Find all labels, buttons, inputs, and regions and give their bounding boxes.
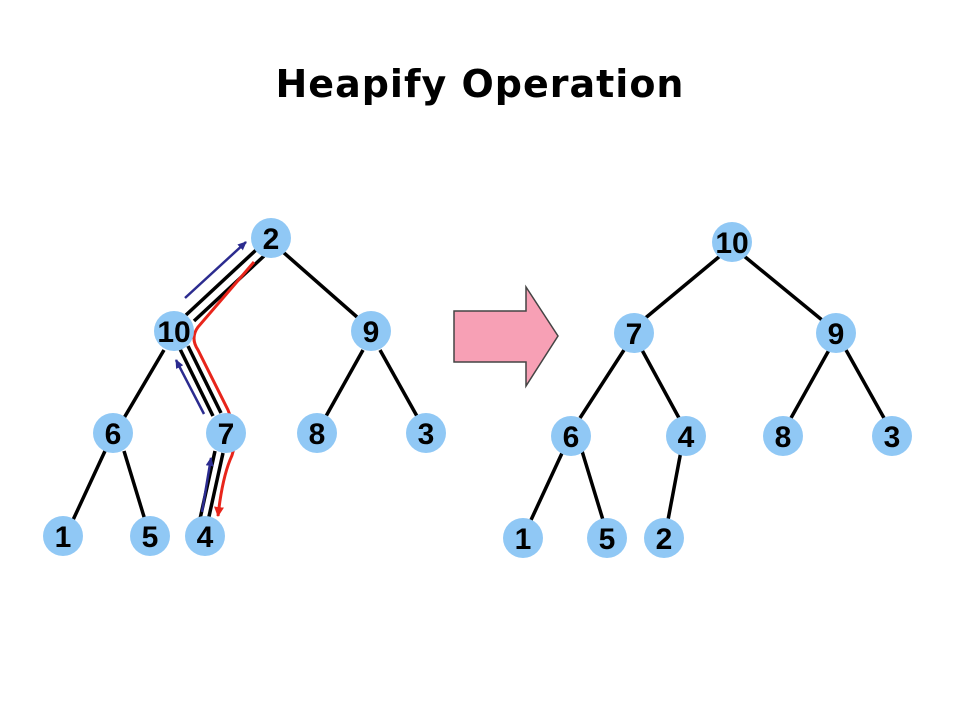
tree-node: 6 xyxy=(551,416,591,456)
tree-node: 4 xyxy=(185,516,225,556)
edge-a2-a5 xyxy=(789,349,831,419)
svg-text:9: 9 xyxy=(828,318,845,351)
svg-text:7: 7 xyxy=(626,318,643,351)
svg-text:9: 9 xyxy=(363,316,380,349)
tree-node: 2 xyxy=(644,518,684,558)
svg-text:4: 4 xyxy=(678,421,695,454)
up-arrow-icon xyxy=(200,457,214,513)
svg-text:6: 6 xyxy=(563,421,580,454)
tree-node: 3 xyxy=(872,416,912,456)
edge-b3-b8 xyxy=(122,450,147,521)
tree-node: 8 xyxy=(763,416,803,456)
up-arrow-icon xyxy=(174,359,206,415)
tree-node: 9 xyxy=(816,313,856,353)
tree-node: 4 xyxy=(666,416,706,456)
svg-text:8: 8 xyxy=(309,418,326,451)
after-tree-nodes: 10 7 9 6 4 8 3 1 xyxy=(503,222,912,558)
tree-node: 5 xyxy=(130,516,170,556)
tree-node: 10 xyxy=(712,222,752,262)
page-title: Heapify Operation xyxy=(275,62,685,106)
tree-node: 2 xyxy=(251,218,291,258)
svg-text:5: 5 xyxy=(142,521,159,554)
after-tree-edges xyxy=(529,254,886,521)
edge-b3-b7 xyxy=(71,450,107,521)
before-tree-nodes: 2 10 9 6 7 8 3 1 xyxy=(43,218,446,556)
edge-a0-a1 xyxy=(641,254,722,322)
edge-a3-a8 xyxy=(580,450,605,521)
up-arrow-icon xyxy=(184,241,247,299)
svg-text:6: 6 xyxy=(105,418,122,451)
svg-text:1: 1 xyxy=(515,523,532,556)
svg-text:8: 8 xyxy=(775,421,792,454)
transition-arrow-icon xyxy=(453,284,559,389)
tree-node: 5 xyxy=(587,518,627,558)
compare-arrows-blue xyxy=(174,241,247,513)
svg-text:7: 7 xyxy=(218,418,235,451)
edge-b0-b2 xyxy=(281,250,359,319)
edge-a4-a9 xyxy=(666,450,683,521)
svg-text:1: 1 xyxy=(55,521,72,554)
tree-node: 7 xyxy=(206,413,246,453)
edge-a1-a4 xyxy=(640,349,681,419)
tree-node: 3 xyxy=(406,413,446,453)
edge-b0-b1-a xyxy=(184,248,258,317)
svg-text:10: 10 xyxy=(157,316,190,349)
tree-node: 9 xyxy=(351,311,391,351)
edge-b0-b1-b xyxy=(192,254,266,323)
tree-node: 7 xyxy=(614,313,654,353)
edge-b1-b3 xyxy=(122,349,166,419)
edge-b2-b5 xyxy=(323,349,365,419)
svg-text:4: 4 xyxy=(197,521,214,554)
edge-b1-b4-b xyxy=(186,345,223,414)
edge-a3-a7 xyxy=(529,450,565,521)
svg-text:2: 2 xyxy=(656,523,673,556)
tree-node: 6 xyxy=(93,413,133,453)
tree-node: 8 xyxy=(297,413,337,453)
svg-text:3: 3 xyxy=(418,418,435,451)
edge-b4-b9-b xyxy=(206,452,225,522)
tree-node: 1 xyxy=(503,518,543,558)
edge-b2-b6 xyxy=(378,349,420,419)
svg-text:5: 5 xyxy=(599,523,616,556)
before-tree-edges xyxy=(71,248,420,522)
tree-node: 10 xyxy=(154,311,194,351)
svg-text:2: 2 xyxy=(263,223,280,256)
edge-a1-a3 xyxy=(578,349,626,419)
edge-a0-a2 xyxy=(742,254,824,322)
edge-b1-b4-a xyxy=(178,348,215,417)
svg-text:10: 10 xyxy=(715,227,748,260)
edge-a2-a6 xyxy=(844,349,886,419)
svg-text:3: 3 xyxy=(884,421,901,454)
tree-node: 1 xyxy=(43,516,83,556)
